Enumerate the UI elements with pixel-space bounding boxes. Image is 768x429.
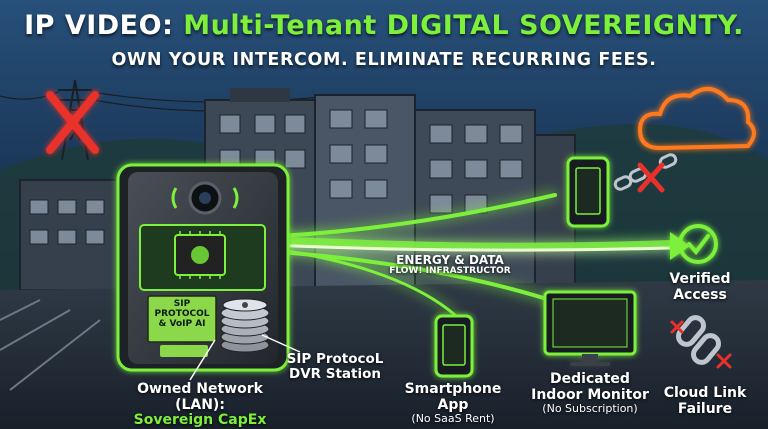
page-title: IP VIDEO: Multi-Tenant DIGITAL SOVEREIGN… <box>0 10 768 41</box>
chip-label: SIP PROTOCOL & VoIP AI <box>148 299 216 330</box>
disk-stack-icon <box>220 298 270 353</box>
dvr-label-line2: DVR Station <box>288 366 381 383</box>
network-label-line1: Owned Network (LAN): <box>137 381 263 413</box>
phone-label-line1: Smartphone App <box>404 381 502 413</box>
title-highlight: Multi-Tenant DIGITAL SOVEREIGNTY. <box>183 10 744 41</box>
dvr-label-line1: SIP ProtocoL <box>286 351 384 367</box>
flow-label: ENERGY & DATA FLOW! INFRASTRUCTOR <box>370 253 530 277</box>
dvr-station-label: SIP ProtocoL DVR Station <box>285 351 385 383</box>
chip-label-line: SIP <box>173 299 191 309</box>
verified-access-label: Verified Access <box>660 271 740 303</box>
page-subtitle: OWN YOUR INTERCOM. ELIMINATE RECURRING F… <box>111 50 657 70</box>
cloud-label-line1: Cloud Link <box>663 385 747 401</box>
verified-label-line1: Verified <box>669 271 731 287</box>
chip-icon <box>174 231 226 279</box>
network-label-line2: Sovereign CapEx <box>133 412 267 429</box>
chip-label-line: PROTOCOL <box>154 308 210 319</box>
monitor-label-line2: Indoor Monitor <box>531 386 649 403</box>
cloud-label-line2: Failure <box>677 400 733 417</box>
smartphone-icon <box>566 156 610 228</box>
intercom-panel <box>116 163 301 381</box>
parking-lines <box>0 299 101 391</box>
checkmark-icon <box>678 224 718 264</box>
smartphone-app-label: Smartphone App (No SaaS Rent) <box>388 381 518 426</box>
phone-label-line2: (No SaaS Rent) <box>411 412 495 426</box>
flow-label-line2: FLOW! INFRASTRUCTOR <box>389 266 511 277</box>
smartphone-icon <box>434 314 474 378</box>
broken-chain-icon <box>613 153 678 193</box>
indoor-monitor-label: Dedicated Indoor Monitor (No Subscriptio… <box>530 371 650 416</box>
flow-label-line1: ENERGY & DATA <box>396 253 504 267</box>
cloud-icon <box>637 87 756 151</box>
verified-label-line2: Access <box>673 286 727 303</box>
owned-network-label: Owned Network (LAN): Sovereign CapEx <box>110 381 290 429</box>
red-x-icon <box>46 91 99 154</box>
title-lead: IP VIDEO: <box>24 10 184 41</box>
monitor-label-line1: Dedicated <box>550 371 630 387</box>
energy-data-beams <box>266 193 674 317</box>
chip-label-line: & VoIP AI <box>158 318 206 329</box>
cloud-link-failure-label: Cloud Link Failure <box>655 385 755 417</box>
monitor-label-line3: (No Subscription) <box>542 402 638 416</box>
broken-link-icon <box>670 315 732 369</box>
monitor-icon <box>543 290 637 366</box>
